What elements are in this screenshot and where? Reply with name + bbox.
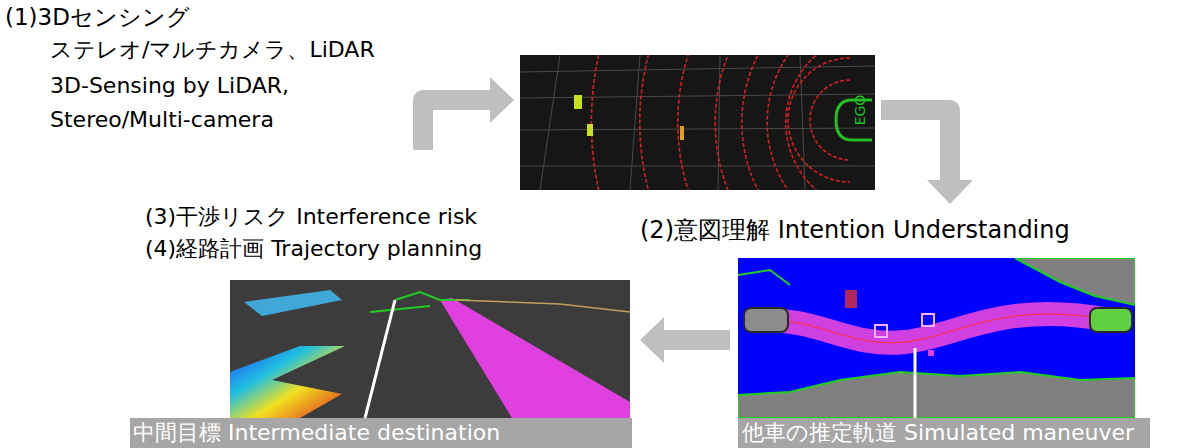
caption-bar: 中間目標 Intermediate destination: [130, 418, 632, 448]
arrow-head: [490, 77, 514, 123]
stage-description: ステレオ/マルチカメラ、LiDAR: [50, 35, 375, 65]
stage-description: 3D-Sensing by LiDAR, Stereo/Multi-camera: [50, 69, 370, 137]
vehicle-label: EGO: [852, 95, 868, 126]
simulation-image: [738, 258, 1135, 418]
arrow-head: [640, 317, 664, 363]
process-arrow: [881, 110, 973, 204]
risk-image: [230, 280, 630, 418]
stage-text: (1)3Dセンシングステレオ/マルチカメラ、LiDAR 3D-Sensing by…: [5, 2, 405, 142]
arrow-shaft: [662, 330, 730, 350]
image-panel: (2)意図理解 Intention Understanding他車の推定軌道 S…: [738, 258, 1150, 448]
stage-heading: (1)3Dセンシング: [5, 2, 190, 33]
caption-bar: 他車の推定軌道 Simulated maneuver: [738, 418, 1150, 448]
arrow-shaft: [881, 110, 950, 182]
lidar-image: [520, 55, 875, 190]
stage-heading: (3)干渉リスク Interference risk: [145, 202, 477, 232]
arrow-head: [927, 180, 973, 204]
process-arrow: [640, 317, 730, 363]
stage-heading: (4)経路計画 Trajectory planning: [145, 234, 482, 264]
image-panel: (3)干渉リスク Interference risk(4)経路計画 Trajec…: [130, 200, 632, 448]
arrow-shaft: [423, 100, 492, 150]
process-arrow: [423, 77, 514, 150]
stage-heading: (2)意図理解 Intention Understanding: [640, 214, 1070, 246]
image-panel: EGO: [520, 55, 875, 190]
